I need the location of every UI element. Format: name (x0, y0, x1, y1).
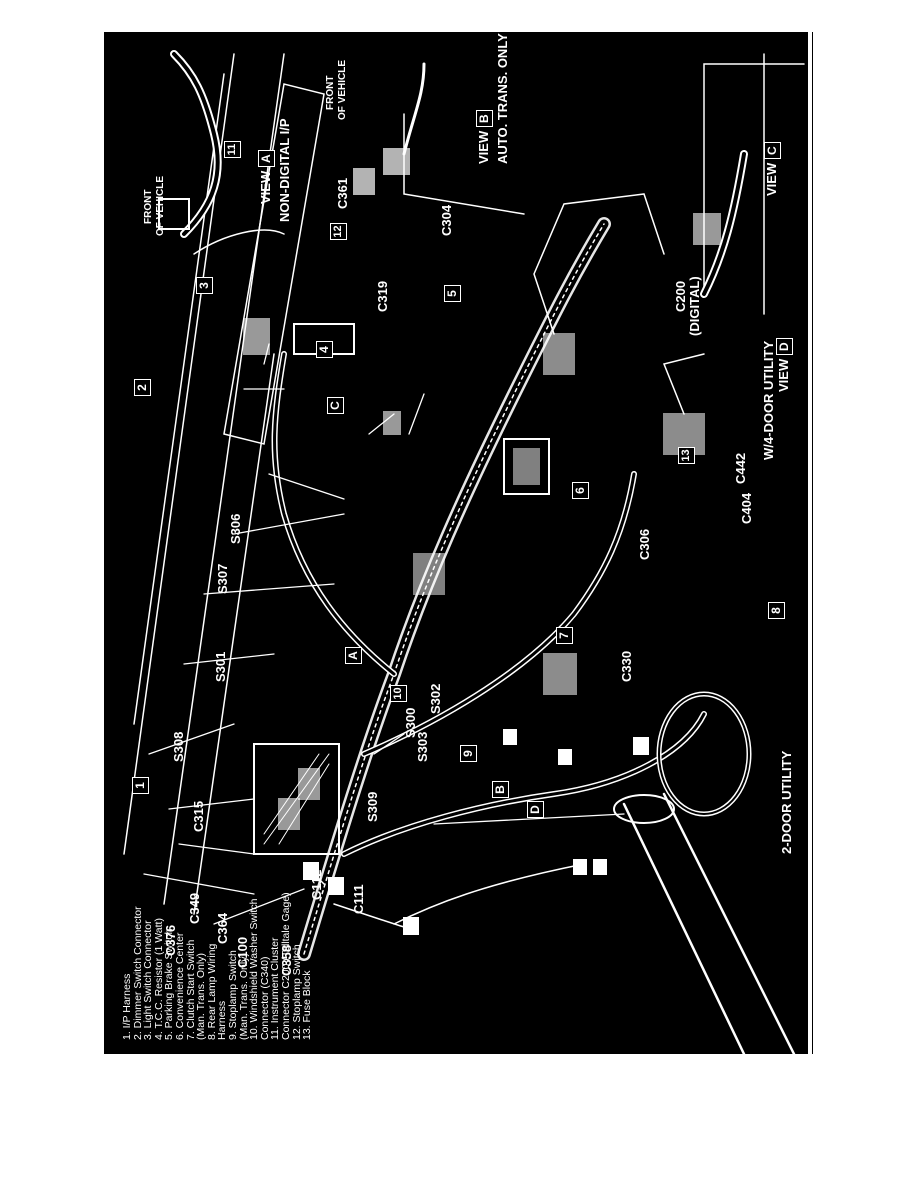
callout-9: 9 (460, 745, 477, 762)
callout-12: 12 (330, 223, 347, 240)
label-c358: C358 (279, 944, 294, 976)
two-door-label: 2-DOOR UTILITY (779, 750, 794, 854)
view-a-caption: VIEW A (258, 150, 275, 204)
callout-13: 13 (678, 447, 695, 464)
callout-7: 7 (556, 627, 573, 644)
steering-column (622, 792, 796, 1054)
label-c330: C330 (619, 650, 634, 682)
front-b-line1: FRONT (325, 75, 336, 110)
callout-2: 2 (134, 379, 151, 396)
view-marker-a: A (345, 647, 362, 664)
parking-brake-switch (543, 333, 575, 375)
label-c111: C111 (351, 884, 366, 914)
label-c319: C319 (375, 280, 390, 312)
label-c364: C364 (215, 912, 230, 944)
view-marker-d: D (527, 801, 544, 818)
label-c442: C442 (733, 452, 748, 484)
callout-11: 11 (224, 141, 241, 158)
label-s306: S306 (228, 513, 243, 544)
view-c-caption: VIEW C (764, 142, 781, 196)
legend-item: 13. Fuse Block (301, 970, 314, 1040)
callout-4: 4 (316, 341, 333, 358)
harness-branch-rear (341, 711, 707, 857)
convenience-center (503, 438, 550, 495)
view-marker-b: B (492, 781, 509, 798)
label-c349: C349 (187, 892, 202, 924)
dimmer-connector (243, 318, 270, 355)
label-s302: S302 (428, 683, 443, 714)
label-c100: C100 (235, 936, 250, 968)
callout-8: 8 (768, 602, 785, 619)
non-digital-label: NON-DIGITAL I/P (277, 118, 292, 222)
view-d-caption: VIEW D (776, 338, 793, 392)
view-marker-c: C (327, 397, 344, 414)
legend-item: 6. Convenience Center (173, 932, 186, 1040)
auto-trans-label: AUTO. TRANS. ONLY (495, 33, 510, 164)
label-c376: C376 (163, 924, 178, 956)
front-b-line2: OF VEHICLE (337, 59, 348, 120)
label-c361: C361 (335, 177, 350, 209)
callout-1: 1 (132, 777, 149, 794)
label-s307: S307 (215, 563, 230, 594)
callout-3: 3 (196, 277, 213, 294)
label-c404: C404 (739, 492, 754, 524)
front-a-line1: FRONT (143, 189, 154, 224)
callout-5: 5 (444, 285, 461, 302)
label-s309: S309 (365, 791, 380, 822)
diagram-panel: 1. I/P Harness 2. Dimmer Switch Connecto… (104, 32, 808, 1054)
column-end (613, 794, 675, 824)
leader-lines (143, 343, 625, 925)
four-door-label: W/4-DOOR UTILITY (761, 340, 776, 460)
clutch-switch (543, 653, 577, 695)
label-s308: S308 (171, 731, 186, 762)
label-c112: C112 (309, 869, 324, 900)
view-b-wires (402, 62, 426, 156)
legend-item: 1. I/P Harness (121, 973, 133, 1040)
label-s303: S303 (415, 731, 430, 762)
label-c315: C315 (191, 800, 206, 832)
page-frame-line (812, 32, 813, 1054)
label-digital: (DIGITAL) (687, 276, 702, 336)
front-a-line2: OF VEHICLE (155, 175, 166, 236)
wiring-illustration (123, 50, 805, 1054)
label-c200: C200 (673, 280, 688, 312)
callout-6: 6 (572, 482, 589, 499)
label-c304: C304 (439, 204, 454, 236)
label-c306: C306 (637, 528, 652, 560)
view-c-panel (703, 53, 805, 315)
rotated-diagram: 1. I/P Harness 2. Dimmer Switch Connecto… (104, 32, 808, 1054)
view-b-caption: VIEW B (476, 110, 493, 164)
callout-10: 10 (390, 685, 407, 702)
dash-edge (123, 53, 285, 915)
label-s301: S301 (213, 651, 228, 682)
